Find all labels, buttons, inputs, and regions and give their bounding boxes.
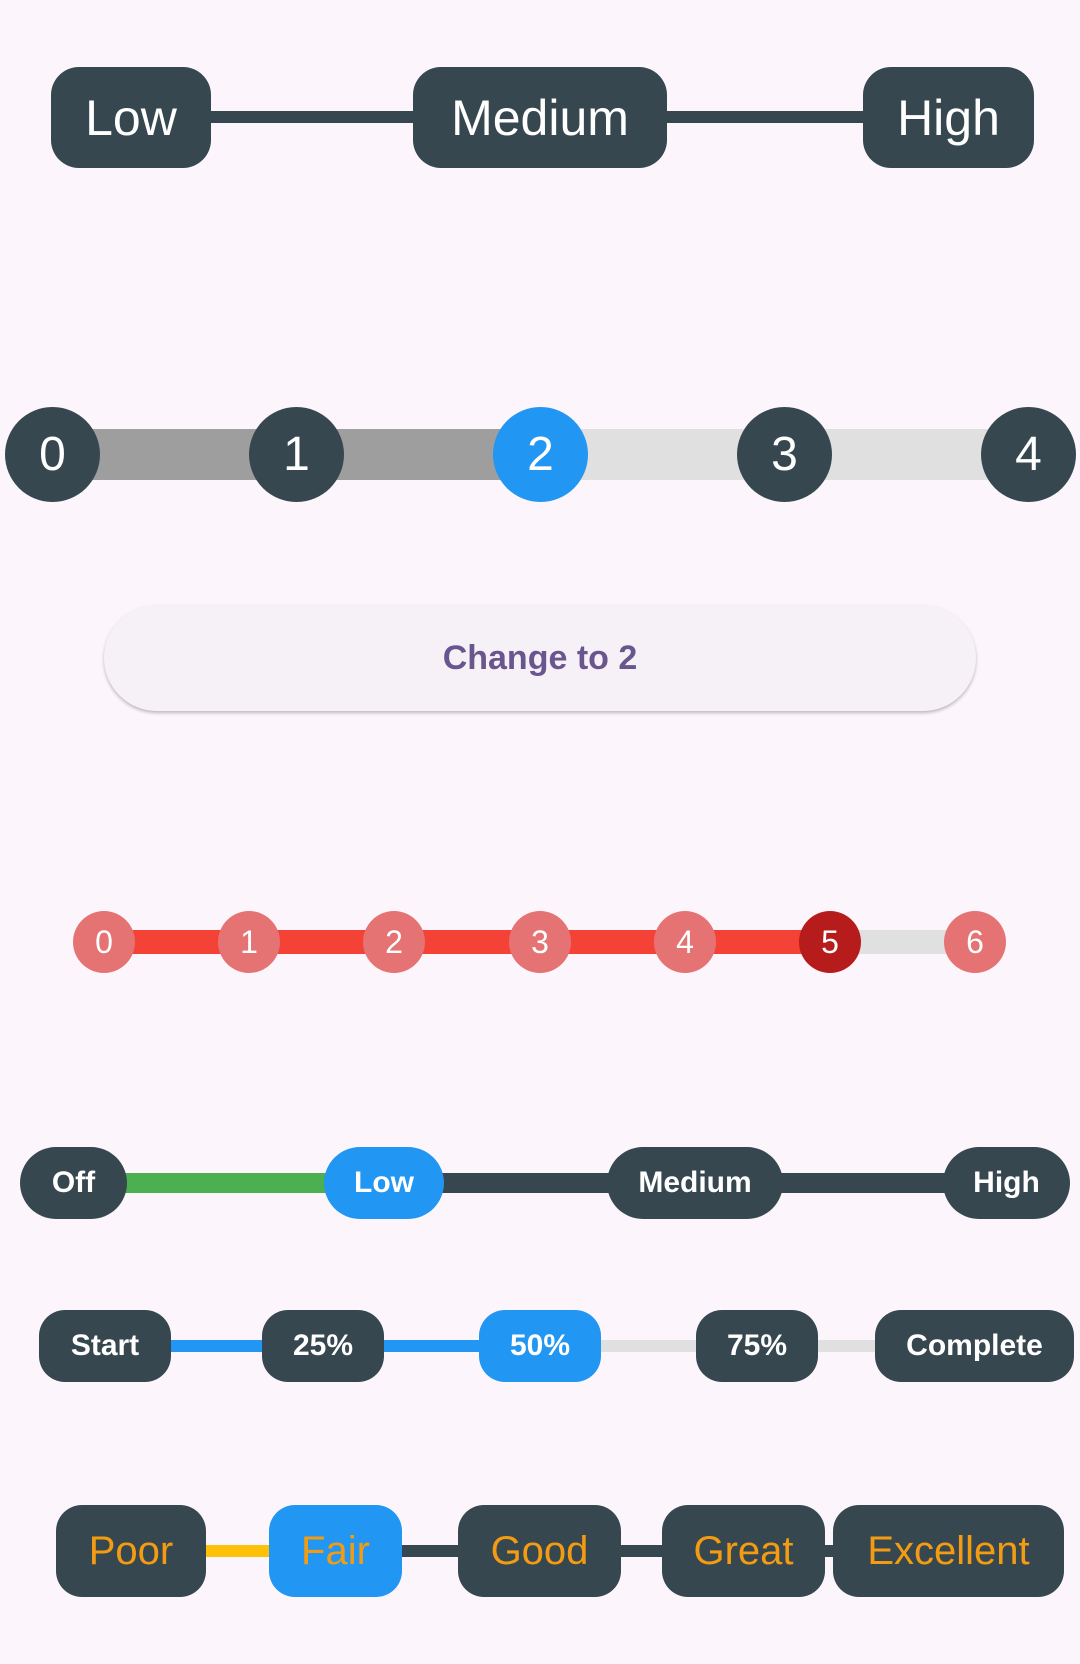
step-medium[interactable]: Medium [607,1147,783,1219]
stepper-connector [398,1545,463,1557]
stepper-connector [780,1173,950,1193]
stepper-connector [660,111,870,123]
step-high[interactable]: High [863,67,1034,168]
step-3[interactable]: 3 [509,911,571,973]
step-5[interactable]: 5 [799,911,861,973]
step-75[interactable]: 75% [696,1310,818,1382]
step-0[interactable]: 0 [73,911,135,973]
step-start[interactable]: Start [39,1310,171,1382]
step-fair[interactable]: Fair [269,1505,402,1597]
step-0[interactable]: 0 [5,407,100,502]
level-stepper: Low Medium High [0,67,1080,168]
step-1[interactable]: 1 [249,407,344,502]
step-4[interactable]: 4 [654,911,716,973]
step-great[interactable]: Great [662,1505,825,1597]
stepper-connector [618,1545,663,1557]
step-off[interactable]: Off [20,1147,127,1219]
progress-stepper: Start 25% 50% 75% Complete [0,1310,1080,1382]
step-medium[interactable]: Medium [413,67,667,168]
stepper-connector [440,1173,610,1193]
number-stepper: 0 1 2 3 4 [0,407,1080,502]
stepper-progress-done [380,1340,480,1352]
step-poor[interactable]: Poor [56,1505,206,1597]
step-2[interactable]: 2 [363,911,425,973]
step-4[interactable]: 4 [981,407,1076,502]
step-3[interactable]: 3 [737,407,832,502]
stepper-progress-todo [598,1340,698,1352]
change-step-button[interactable]: Change to 2 [104,605,976,711]
stepper-progress-done [120,1173,330,1193]
step-excellent[interactable]: Excellent [833,1505,1064,1597]
stepper-progress-done [165,1340,265,1352]
power-level-stepper: Off Low Medium High [0,1147,1080,1219]
step-complete[interactable]: Complete [875,1310,1074,1382]
step-low[interactable]: Low [51,67,211,168]
step-50[interactable]: 50% [479,1310,601,1382]
step-low[interactable]: Low [324,1147,444,1219]
step-6[interactable]: 6 [944,911,1006,973]
stepper-progress-done [200,1545,275,1557]
step-high[interactable]: High [943,1147,1070,1219]
step-25[interactable]: 25% [262,1310,384,1382]
rating-stepper: Poor Fair Good Great Excellent [0,1505,1080,1597]
step-1[interactable]: 1 [218,911,280,973]
stepper-progress-done [104,930,830,954]
stepper-connector [205,111,415,123]
red-number-stepper: 0 1 2 3 4 5 6 [0,911,1080,973]
stepper-progress-todo [815,1340,880,1352]
step-good[interactable]: Good [458,1505,621,1597]
step-2[interactable]: 2 [493,407,588,502]
